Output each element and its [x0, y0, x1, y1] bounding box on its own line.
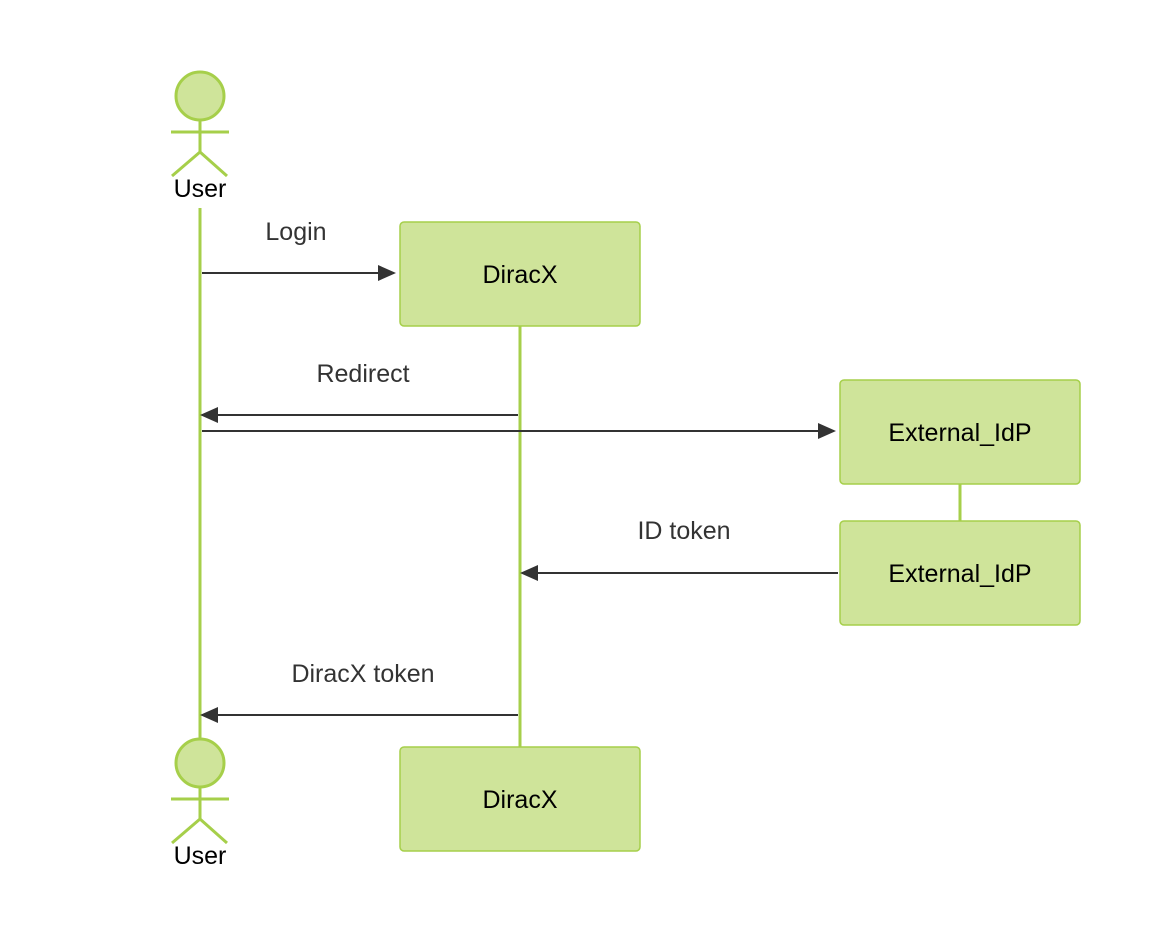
user-actor-top: User	[171, 70, 229, 203]
user-bottom-label: User	[174, 842, 227, 870]
idp-box-top: External_IdP	[839, 379, 1081, 485]
diracx-top-label: DiracX	[482, 261, 557, 289]
idp-bottom-label: External_IdP	[888, 560, 1031, 588]
user-top-label: User	[174, 175, 227, 203]
message-redirect: Redirect	[200, 360, 518, 423]
message-diracx-token: DiracX token	[200, 660, 518, 723]
message-id-token: ID token	[520, 517, 838, 581]
id-token-label: ID token	[637, 517, 730, 545]
redirect-label: Redirect	[316, 360, 409, 388]
user-actor-bottom: User	[171, 737, 229, 870]
user-head-icon	[174, 70, 226, 122]
diracx-box-top: DiracX	[399, 221, 641, 327]
diracx-bottom-label: DiracX	[482, 786, 557, 814]
message-login: Login	[202, 218, 396, 281]
idp-top-label: External_IdP	[888, 419, 1031, 447]
idp-box-bottom: External_IdP	[839, 520, 1081, 626]
diracx-box-bottom: DiracX	[399, 746, 641, 852]
login-label: Login	[265, 218, 326, 246]
user-head-icon	[174, 737, 226, 789]
diracx-token-label: DiracX token	[291, 660, 434, 688]
